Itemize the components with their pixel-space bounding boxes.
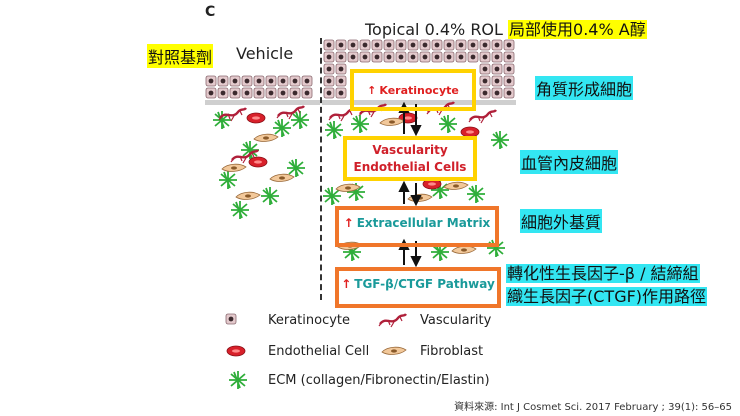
- tgf-cn-line2: 織生長因子(CTGF)作用路徑: [506, 287, 708, 306]
- vehicle-treatment-divider: [320, 38, 322, 300]
- legend-vascularity: Vascularity: [420, 313, 492, 328]
- keratinocyte-cn-label: 角質形成細胞: [535, 76, 634, 100]
- vascularity-target-line1: Vascularity: [372, 143, 448, 157]
- topical-label-en: Topical 0.4% ROL: [365, 20, 503, 39]
- vehicle-label-cn: 對照基劑: [147, 44, 214, 68]
- tgf-target-label: TGF-β/CTGF Pathway: [354, 277, 495, 291]
- vascularity-target-line2: Endothelial Cells: [353, 160, 467, 174]
- vascularity-target-box: Vascularity Endothelial Cells: [343, 136, 477, 181]
- keratinocyte-target-label: Keratinocyte: [379, 84, 459, 97]
- legend-endothelial: Endothelial Cell: [268, 344, 370, 359]
- tgf-cn-label: 轉化性生長因子-β / 結締組 織生長因子(CTGF)作用路徑: [506, 262, 708, 308]
- vehicle-label: Vehicle: [236, 44, 294, 63]
- vehicle-dermis: [212, 104, 310, 220]
- ecm-icon: [228, 370, 248, 390]
- topical-label: Topical 0.4% ROL 局部使用0.4% A醇: [365, 16, 647, 40]
- fibroblast-icon: [381, 346, 407, 355]
- up-arrow-icon: ↑: [341, 277, 352, 291]
- endothelial-cell-icon: [226, 345, 246, 357]
- topical-label-cn: 局部使用0.4% A醇: [508, 20, 647, 39]
- vehicle-keratinocyte-layer: [205, 75, 313, 99]
- keratinocyte-icon: [225, 313, 237, 325]
- legend-fibroblast: Fibroblast: [420, 344, 484, 359]
- keratinocyte-target-box: ↑Keratinocyte: [350, 69, 476, 111]
- panel-letter: C: [205, 4, 216, 20]
- vehicle-basement-membrane: [205, 100, 320, 105]
- tgf-target-box: ↑TGF-β/CTGF Pathway: [335, 267, 501, 308]
- source-citation: 資料來源: Int J Cosmet Sci. 2017 February ; …: [454, 402, 732, 413]
- ecm-target-label: Extracellular Matrix: [356, 216, 491, 230]
- treated-basement-membrane: [322, 100, 516, 105]
- up-arrow-icon: ↑: [343, 216, 354, 230]
- legend-ecm: ECM (collagen/Fibronectin/Elastin): [268, 373, 490, 388]
- up-arrow-icon: ↑: [367, 84, 377, 97]
- ecm-cn-label: 細胞外基質: [520, 209, 603, 233]
- vascularity-icon: [377, 312, 408, 329]
- ecm-target-box: ↑Extracellular Matrix: [335, 206, 499, 247]
- tgf-cn-line1: 轉化性生長因子-β / 結締組: [506, 264, 700, 283]
- legend-keratinocyte: Keratinocyte: [268, 313, 351, 328]
- vascularity-cn-label: 血管內皮細胞: [520, 150, 619, 174]
